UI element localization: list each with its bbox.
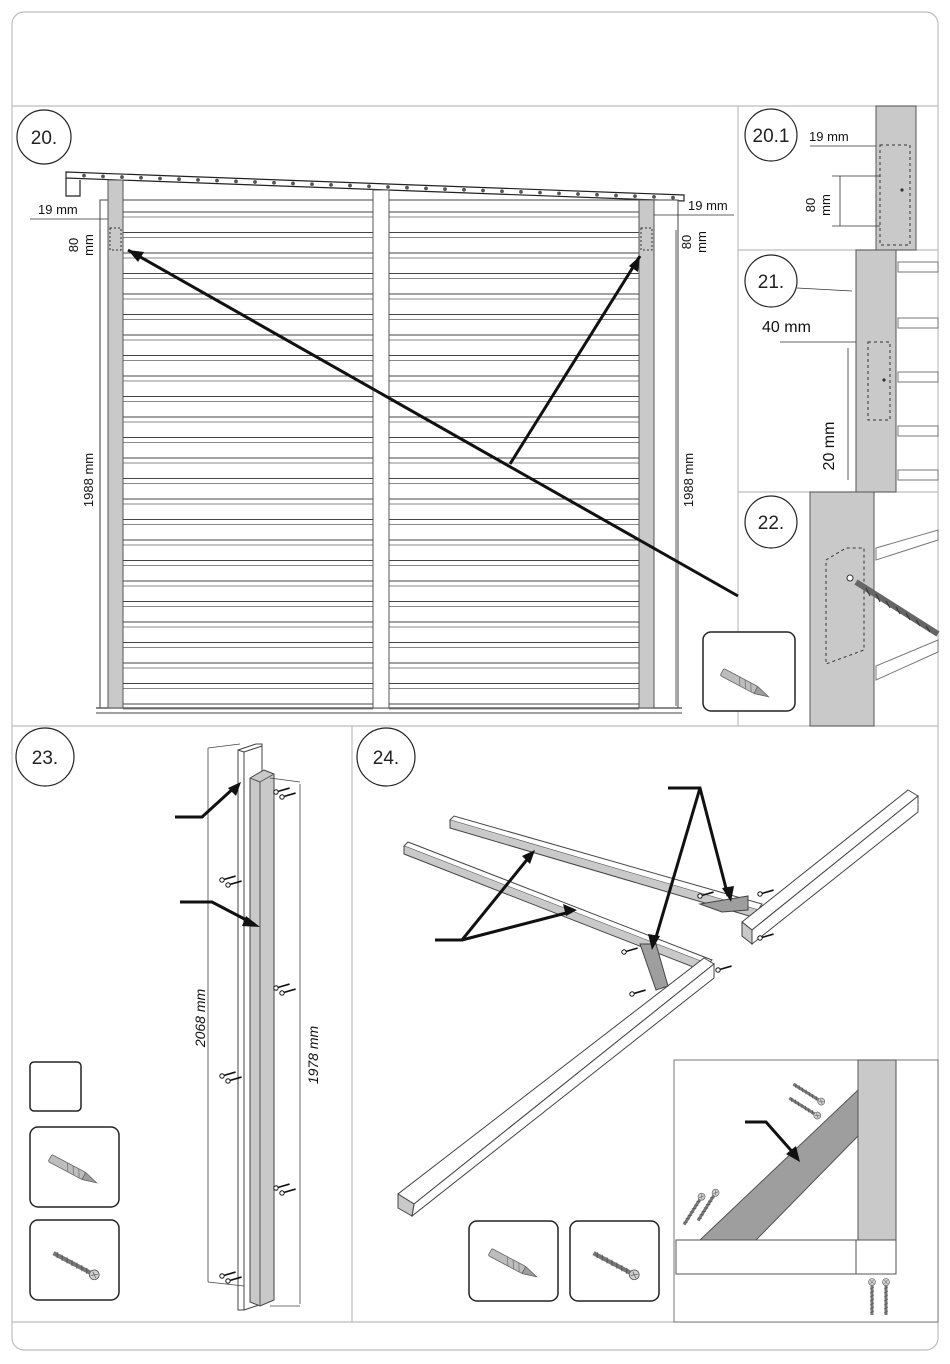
step-20-panel: 20. 19 mm 80 mm 1988 mm 19 mm 80 mm [17, 110, 795, 713]
dim-80-unit-left: mm [81, 234, 96, 256]
dim-1988-left: 1988 mm [81, 453, 96, 507]
dim-80-detail: 80 [803, 198, 818, 212]
step-20-1-label: 20.1 [753, 126, 790, 147]
screw-box-23 [30, 1220, 119, 1300]
dim-20mm: 20 mm [821, 422, 838, 471]
dim-80-unit-detail: mm [818, 194, 833, 216]
step-21-label: 21. [758, 272, 784, 293]
drill-bit-tool-box [703, 632, 795, 711]
right-post [639, 200, 654, 708]
dim-40mm: 40 mm [762, 319, 811, 336]
dim-1988-right: 1988 mm [681, 453, 696, 507]
dim-2068mm: 2068 mm [192, 988, 208, 1048]
dim-19mm-detail: 19 mm [809, 129, 849, 144]
dim-80-unit-right: mm [694, 231, 709, 253]
step-20-label: 20. [31, 128, 57, 149]
step-22-label: 22. [758, 513, 784, 534]
dim-19mm-right: 19 mm [688, 198, 728, 213]
center-post [373, 190, 389, 708]
screw-box-24 [570, 1221, 659, 1301]
dim-19mm-left: 19 mm [38, 202, 78, 217]
left-post [108, 180, 123, 708]
step-24-label: 24. [373, 748, 399, 769]
dim-80-right: 80 [679, 235, 694, 249]
dim-1978mm: 1978 mm [305, 1025, 321, 1084]
step-23-label: 23. [32, 748, 58, 769]
dim-80-left: 80 [66, 238, 81, 252]
empty-tool-box [30, 1062, 81, 1111]
